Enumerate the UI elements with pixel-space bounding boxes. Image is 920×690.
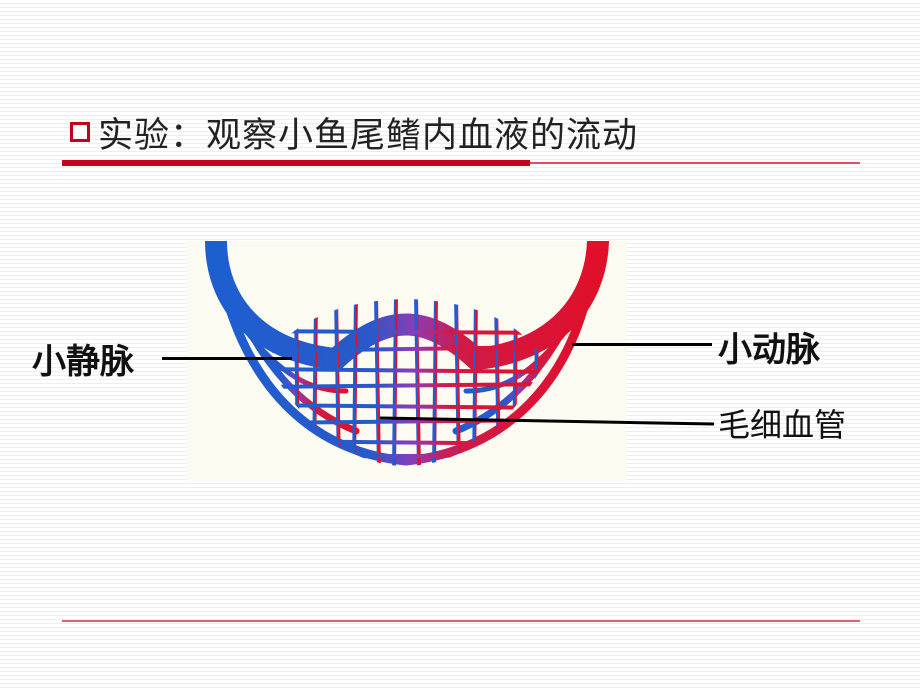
- slide-title: 实验：观察小鱼尾鳍内血液的流动: [98, 115, 639, 156]
- blood-vessel-diagram: [186, 241, 626, 481]
- label-artery: 小动脉: [718, 330, 820, 370]
- square-bullet-icon: [70, 122, 90, 142]
- vessel-branch-1: [217, 276, 595, 466]
- label-capillary: 毛细血管: [718, 406, 847, 444]
- label-vein: 小静脉: [32, 342, 134, 382]
- bottom-rule: [62, 620, 860, 622]
- main-vessel-outer: [205, 241, 609, 371]
- title-underline-thick: [62, 160, 530, 166]
- pointer-line-artery: [572, 343, 712, 346]
- title-underline-thin: [530, 162, 860, 164]
- vessel-illustration: [205, 241, 609, 466]
- pointer-line-vein: [162, 357, 292, 360]
- vessel-strokes: [205, 241, 609, 466]
- slide-title-row: 实验：观察小鱼尾鳍内血液的流动: [70, 108, 638, 156]
